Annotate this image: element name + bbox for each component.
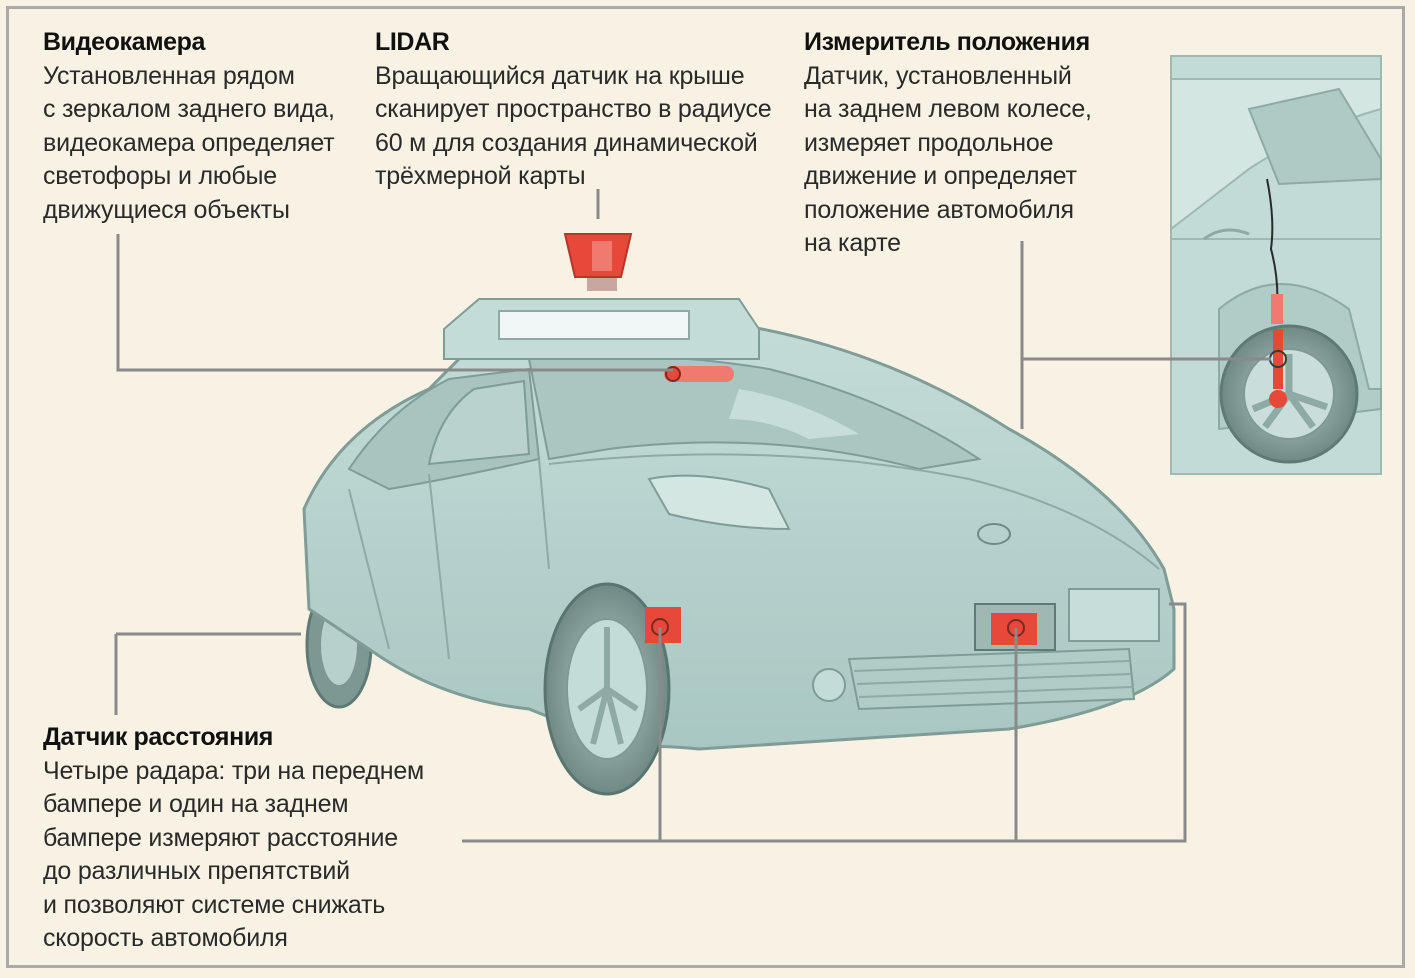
position-sensor-description: Датчик, установленный на заднем левом ко… — [804, 61, 1092, 258]
camera-description: Установленная рядом с зеркалом заднего в… — [43, 61, 335, 224]
distance-sensor-description: Четыре радара: три на переднем бампере и… — [43, 756, 425, 953]
camera-callout: Видеокамера Установленная рядом с зеркал… — [43, 26, 383, 227]
car-body — [302, 233, 1176, 796]
infographic-frame: Видеокамера Установленная рядом с зеркал… — [6, 6, 1405, 968]
position-sensor-callout: Измеритель положения Датчик, установленн… — [804, 26, 1144, 261]
distance-sensor-title: Датчик расстояния — [43, 723, 273, 751]
camera-title: Видеокамера — [43, 28, 206, 56]
leader-lines — [114, 189, 1271, 843]
lidar-title: LIDAR — [375, 28, 450, 56]
rear-wheel-inset — [1170, 55, 1382, 475]
position-sensor-title: Измеритель положения — [804, 28, 1090, 56]
lidar-description: Вращающийся датчик на крыше сканирует пр… — [375, 61, 772, 191]
lidar-callout: LIDAR Вращающийся датчик на крыше сканир… — [375, 26, 795, 194]
distance-sensor-callout: Датчик расстояния Четыре радара: три на … — [43, 721, 473, 956]
car-illustration — [114, 55, 1382, 843]
